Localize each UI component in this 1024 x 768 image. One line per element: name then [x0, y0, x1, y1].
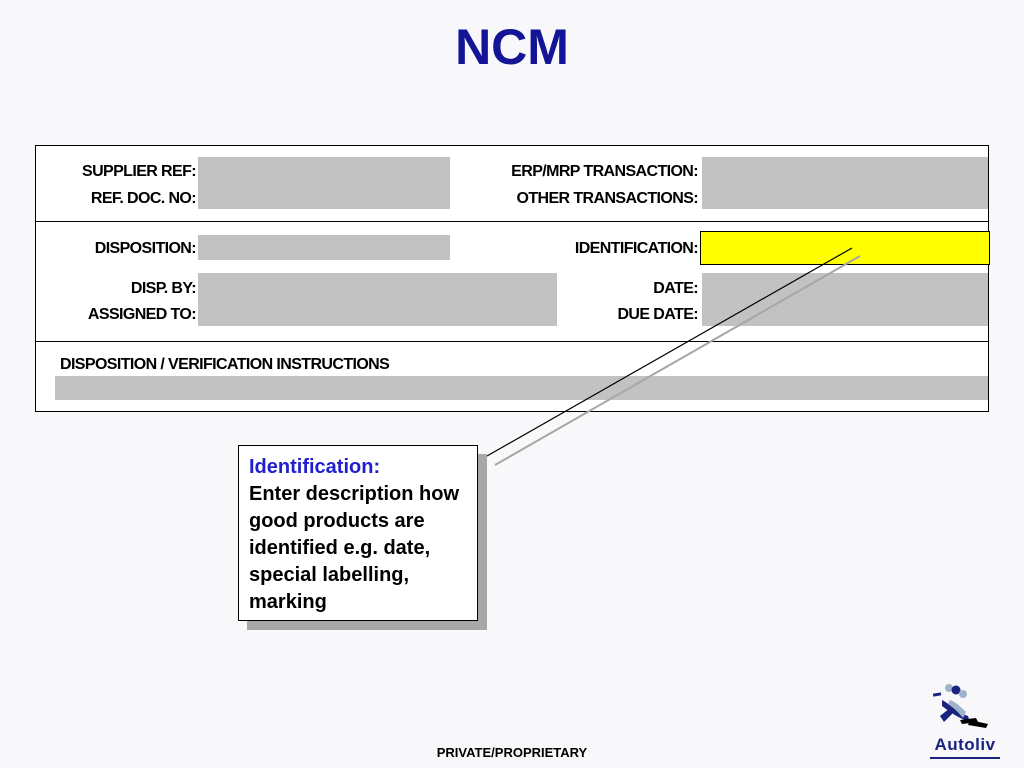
logo-underline: [930, 757, 1000, 759]
erp-mrp-transaction-field[interactable]: [702, 157, 988, 209]
footer-text: PRIVATE/PROPRIETARY: [436, 745, 588, 760]
assigned-to-label: ASSIGNED TO:: [87, 306, 197, 323]
callout-heading: Identification:: [249, 456, 381, 478]
form-divider: [35, 341, 989, 342]
ref-doc-no-label: REF. DOC. NO:: [90, 190, 197, 207]
page-title: NCM: [455, 19, 569, 75]
date-field[interactable]: [702, 273, 988, 326]
callout-body: Enter description how good products are …: [249, 483, 460, 613]
disposition-field[interactable]: [198, 235, 450, 260]
instructions-field[interactable]: [55, 376, 988, 400]
form-divider: [35, 221, 989, 222]
supplier-ref-label: SUPPLIER REF:: [82, 163, 197, 180]
autoliv-logo-text: Autoliv: [934, 735, 996, 754]
instructions-heading: DISPOSITION / VERIFICATION INSTRUCTIONS: [60, 356, 390, 373]
date-label: DATE:: [653, 280, 698, 297]
supplier-ref-field[interactable]: [198, 157, 450, 209]
identification-field[interactable]: [700, 231, 990, 265]
erp-mrp-transaction-label: ERP/MRP TRANSACTION:: [511, 163, 698, 180]
identification-label: IDENTIFICATION:: [574, 240, 699, 257]
due-date-label: DUE DATE:: [617, 306, 698, 323]
disp-by-label: DISP. BY:: [130, 280, 197, 297]
identification-callout: Identification: Enter description how go…: [238, 445, 478, 621]
disposition-label: DISPOSITION:: [94, 240, 197, 257]
autoliv-logo-icon: [932, 684, 988, 728]
other-transactions-label: OTHER TRANSACTIONS:: [516, 190, 699, 207]
disp-by-field[interactable]: [198, 273, 557, 326]
